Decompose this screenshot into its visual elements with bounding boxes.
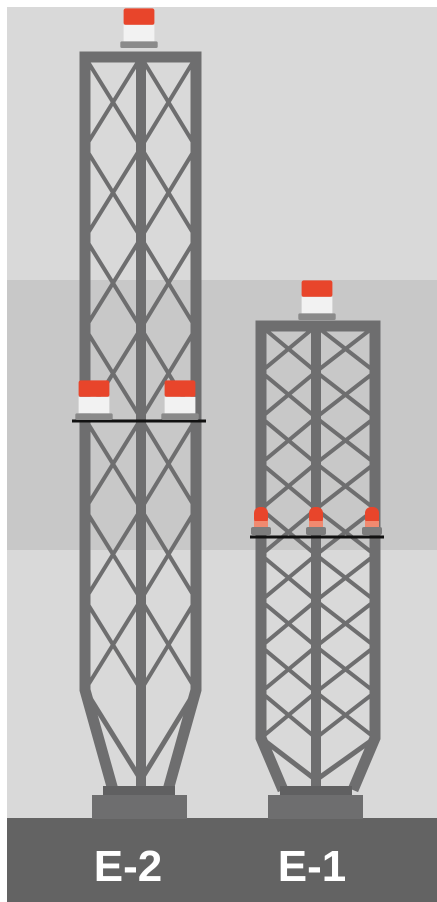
brace-diagonal: [258, 323, 319, 375]
background-band-top: [7, 7, 437, 280]
brace-diagonal: [313, 414, 378, 467]
light-lens-white: [164, 396, 196, 414]
brace-diagonal: [313, 643, 378, 696]
light-lens-glow: [365, 521, 379, 527]
tower-leg-right: [347, 326, 381, 793]
obstruction-light-mid-center: [306, 507, 326, 535]
obstruction-light-top: [120, 8, 158, 48]
brace-diagonal: [138, 235, 199, 332]
light-base: [251, 527, 271, 535]
brace-diagonal: [138, 325, 199, 422]
light-lens-red: [301, 280, 333, 297]
brace-diagonal: [258, 597, 319, 650]
light-lens-white: [123, 24, 155, 42]
tower-base-plate: [280, 786, 352, 796]
ground-strip: [7, 818, 437, 902]
obstruction-light-mid-right: [161, 380, 199, 420]
light-lens-red: [78, 380, 110, 397]
brace-diagonal: [258, 552, 319, 604]
brace-diagonal: [313, 368, 378, 421]
brace-diagonal: [258, 689, 319, 741]
obstruction-light-mid-left: [251, 507, 271, 535]
tower-base-plate: [103, 786, 175, 796]
light-lens-white: [78, 396, 110, 414]
light-base: [120, 41, 158, 48]
obstruction-light-mid-right: [362, 507, 382, 535]
light-lens-red: [123, 8, 155, 25]
tower-top-cap: [79, 51, 202, 63]
brace-diagonal: [138, 54, 199, 151]
brace-lower: [257, 734, 320, 784]
light-lens-glow: [309, 521, 323, 527]
light-lens-red: [164, 380, 196, 397]
brace-diagonal: [82, 235, 144, 332]
tower-foundation: [268, 795, 363, 819]
light-lens-red: [254, 507, 268, 525]
tower-leg-right: [162, 57, 202, 792]
brace-diagonal: [313, 597, 378, 650]
brace-diagonal: [82, 144, 144, 241]
obstruction-light-mid-left: [75, 380, 113, 420]
brace-diagonal: [82, 415, 144, 512]
brace-diagonal: [258, 643, 319, 696]
brace-diagonal: [258, 506, 319, 558]
light-lens-red: [365, 507, 379, 525]
tower-e2: [72, 8, 206, 819]
tower-leg-left: [255, 326, 289, 793]
brace-diagonal: [313, 552, 378, 604]
tower-e2-label: E-2: [94, 842, 162, 891]
brace-diagonal: [82, 506, 144, 603]
brace-diagonal: [138, 144, 199, 241]
light-base: [75, 413, 113, 420]
brace-diagonal: [258, 368, 319, 421]
light-base: [362, 527, 382, 535]
brace-diagonal: [82, 596, 144, 693]
light-lens-red: [309, 507, 323, 525]
light-base: [298, 313, 336, 320]
brace-diagonal: [138, 415, 199, 512]
brace-diagonal: [138, 506, 199, 603]
brace-lower: [312, 734, 379, 784]
tower-top-cap: [255, 320, 381, 332]
brace-diagonal: [313, 323, 378, 375]
brace-diagonal: [313, 689, 378, 741]
brace-diagonal: [258, 460, 319, 512]
light-lens-white: [301, 296, 333, 314]
tower-foundation: [92, 795, 187, 819]
brace-diagonal: [258, 414, 319, 467]
light-lens-glow: [254, 521, 268, 527]
tower-leg-left: [79, 57, 119, 792]
tower-e1-label: E-1: [278, 842, 346, 891]
light-base: [306, 527, 326, 535]
brace-diagonal: [313, 460, 378, 512]
light-base: [161, 413, 199, 420]
brace-diagonal: [82, 54, 144, 151]
obstruction-light-top: [298, 280, 336, 320]
brace-diagonal: [138, 596, 199, 693]
tower-e1: [250, 280, 384, 819]
